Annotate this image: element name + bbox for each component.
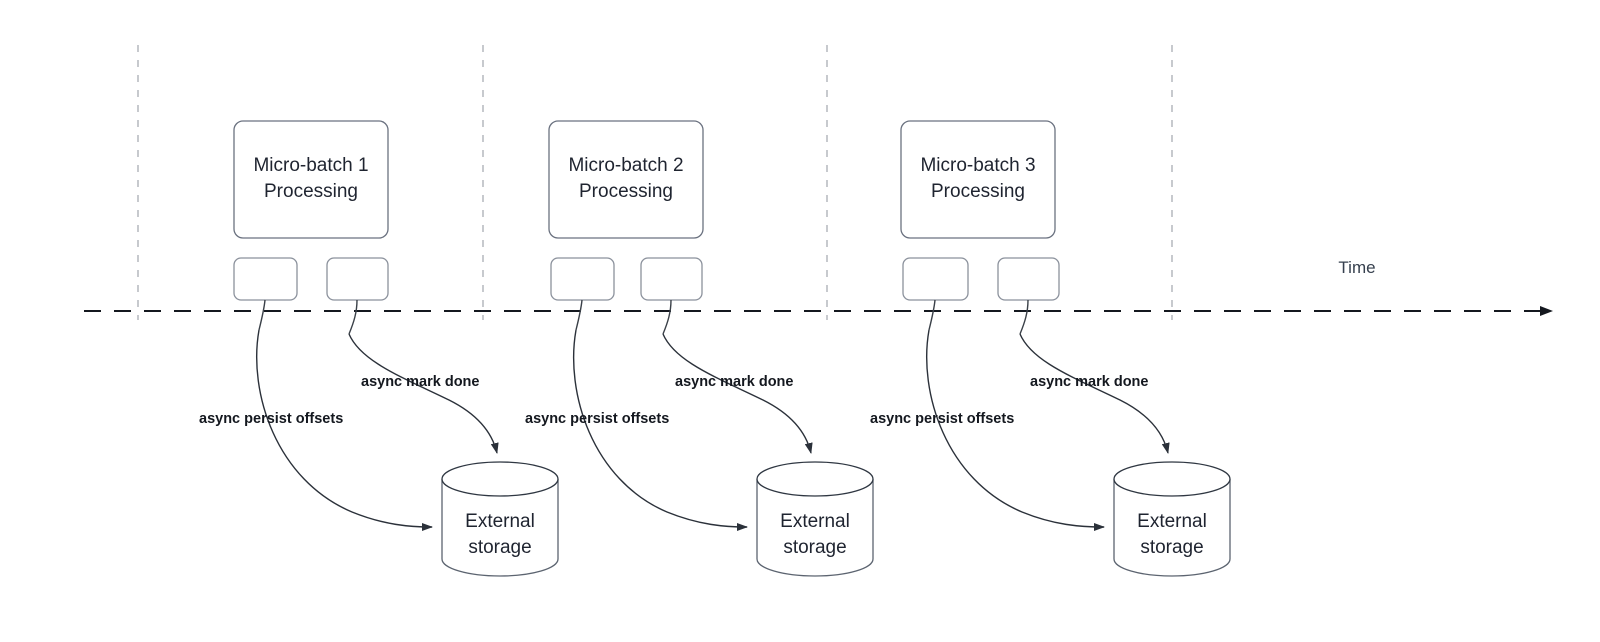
storage-cylinder-2-label-line2: storage <box>783 537 846 558</box>
group-1: Micro-batch 1 Processing async persist o… <box>199 120 559 577</box>
storage-cylinder-1-label-line1: External <box>465 511 535 532</box>
task-stem-3-mark <box>1019 299 1029 335</box>
task-box-1-mark[interactable] <box>326 257 389 301</box>
task-stem-2-mark <box>662 299 672 335</box>
group-3: Micro-batch 3 Processing async persist o… <box>870 120 1231 577</box>
flow-label-2-mark-done: async mark done <box>675 374 793 390</box>
storage-cylinder-1-top <box>441 461 559 497</box>
storage-cylinder-1[interactable]: External storage <box>441 461 559 577</box>
storage-cylinder-2-top <box>756 461 874 497</box>
flow-label-2-persist: async persist offsets <box>525 411 669 427</box>
task-box-2-mark[interactable] <box>640 257 703 301</box>
flow-label-1-mark-done: async mark done <box>361 374 479 390</box>
task-stem-1-persist <box>258 299 266 331</box>
flow-1-persist-offsets <box>256 329 433 531</box>
batch-box-3[interactable] <box>900 120 1056 239</box>
flow-3-persist-offsets <box>926 329 1105 531</box>
batch-box-1-label-line2: Processing <box>264 181 358 202</box>
task-stem-3-persist <box>928 299 936 331</box>
task-stem-2-persist <box>575 299 583 331</box>
storage-cylinder-2-body <box>756 479 874 577</box>
flow-1-mark-done <box>348 333 499 454</box>
batch-box-2[interactable] <box>548 120 704 239</box>
storage-cylinder-3-top <box>1113 461 1231 497</box>
flow-2-mark-done <box>662 333 813 454</box>
task-box-3-persist[interactable] <box>902 257 969 301</box>
batch-box-3-label-line1: Micro-batch 3 <box>920 155 1035 176</box>
flow-2-persist-offsets <box>572 329 748 531</box>
task-box-1-persist[interactable] <box>233 257 298 301</box>
flow-label-1-persist: async persist offsets <box>199 411 343 427</box>
batch-box-3-label-line2: Processing <box>931 181 1025 202</box>
storage-cylinder-3[interactable]: External storage <box>1113 461 1231 577</box>
flow-3-mark-done <box>1019 333 1170 454</box>
task-box-3-mark[interactable] <box>997 257 1060 301</box>
storage-cylinder-2-label-line1: External <box>780 511 850 532</box>
storage-cylinder-3-label-line2: storage <box>1140 537 1203 558</box>
batch-box-2-label-line2: Processing <box>579 181 673 202</box>
storage-cylinder-3-body <box>1113 479 1231 577</box>
task-box-2-persist[interactable] <box>550 257 615 301</box>
storage-cylinder-3-label-line1: External <box>1137 511 1207 532</box>
storage-cylinder-1-body <box>441 479 559 577</box>
group-2: Micro-batch 2 Processing async persist o… <box>525 120 874 577</box>
storage-cylinder-1-label-line2: storage <box>468 537 531 558</box>
flow-label-3-persist: async persist offsets <box>870 411 1014 427</box>
batch-box-1-label-line1: Micro-batch 1 <box>253 155 368 176</box>
storage-cylinder-2[interactable]: External storage <box>756 461 874 577</box>
timeline-dividers <box>137 45 1173 320</box>
time-axis-label: Time <box>1338 258 1375 277</box>
time-axis: Time <box>84 258 1553 316</box>
flow-label-3-mark-done: async mark done <box>1030 374 1148 390</box>
task-stem-1-mark <box>348 299 358 335</box>
batch-box-2-label-line1: Micro-batch 2 <box>568 155 683 176</box>
batch-box-1[interactable] <box>233 120 389 239</box>
